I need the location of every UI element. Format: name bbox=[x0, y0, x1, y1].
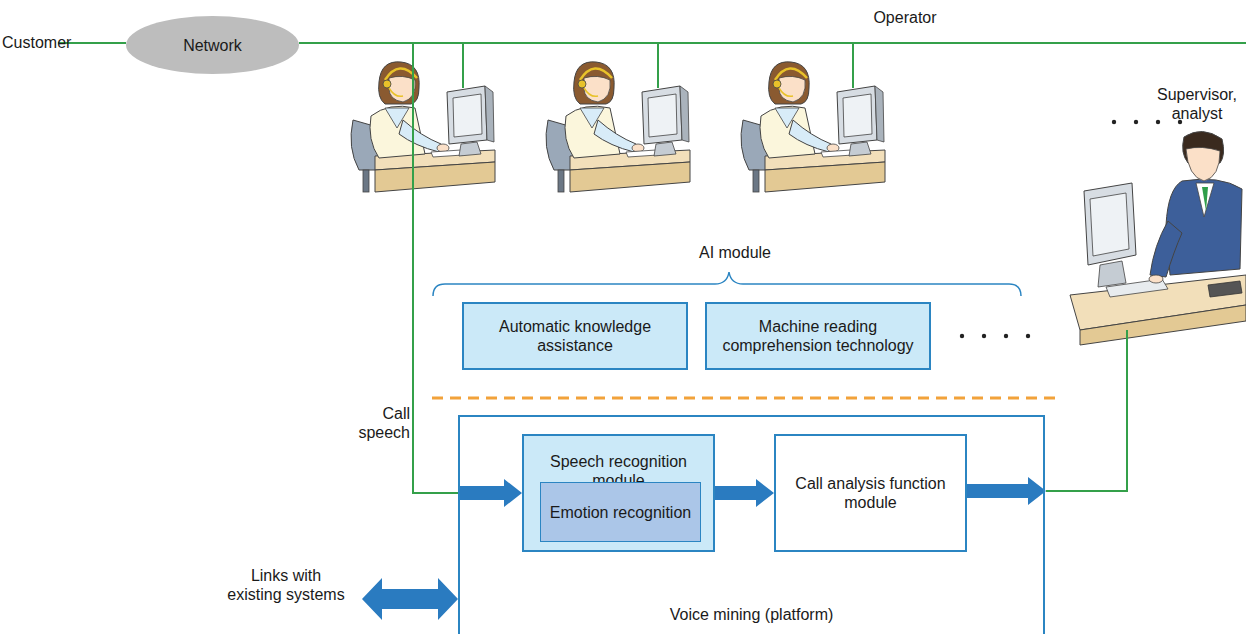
double-arrow bbox=[362, 578, 458, 620]
ellipsis-dots bbox=[1112, 120, 1182, 124]
operator-line bbox=[852, 43, 854, 88]
network-ellipse: Network bbox=[125, 15, 300, 75]
signal-label: Call speech bbox=[340, 404, 410, 442]
connector bbox=[715, 479, 774, 507]
group-label: AI module bbox=[680, 243, 790, 262]
brace bbox=[433, 272, 1021, 296]
platform-box: Voice mining (platform) Speech recognitio… bbox=[458, 415, 1045, 634]
operator-figure bbox=[351, 62, 495, 192]
separator-line bbox=[432, 397, 1062, 400]
connector bbox=[300, 43, 522, 507]
network-line bbox=[299, 42, 1246, 44]
operator-figure bbox=[741, 62, 885, 192]
node-text: Call analysis function module bbox=[782, 474, 959, 512]
node-text: Automatic knowledge assistance bbox=[470, 317, 680, 355]
node-text: Voice mining (platform) bbox=[460, 605, 1043, 624]
output-arrow bbox=[965, 477, 1046, 505]
module-box: Speech recognition moduleEmotion recogni… bbox=[522, 434, 715, 552]
operator-figure bbox=[546, 62, 690, 192]
customer-label: Customer bbox=[2, 33, 82, 52]
node-text: Machine reading comprehension technology bbox=[713, 317, 923, 355]
ai-module-box: Automatic knowledge assistance bbox=[462, 302, 688, 370]
ellipsis-dots bbox=[960, 334, 1030, 338]
operator-label: Operator bbox=[845, 8, 965, 27]
supervisor-line bbox=[1046, 330, 1127, 491]
ai-module-box: Machine reading comprehension technology bbox=[705, 302, 931, 370]
sub-module-box: Emotion recognition bbox=[540, 482, 701, 542]
node-text: Network bbox=[183, 36, 242, 55]
supervisor-figure bbox=[1070, 131, 1246, 345]
node-text: Emotion recognition bbox=[550, 503, 691, 522]
role-label: Supervisor, analyst bbox=[1150, 85, 1244, 123]
link-label: Links with existing systems bbox=[222, 566, 350, 604]
operator-line bbox=[462, 43, 464, 88]
module-box: Call analysis function module bbox=[774, 434, 967, 552]
operator-line bbox=[657, 43, 659, 88]
